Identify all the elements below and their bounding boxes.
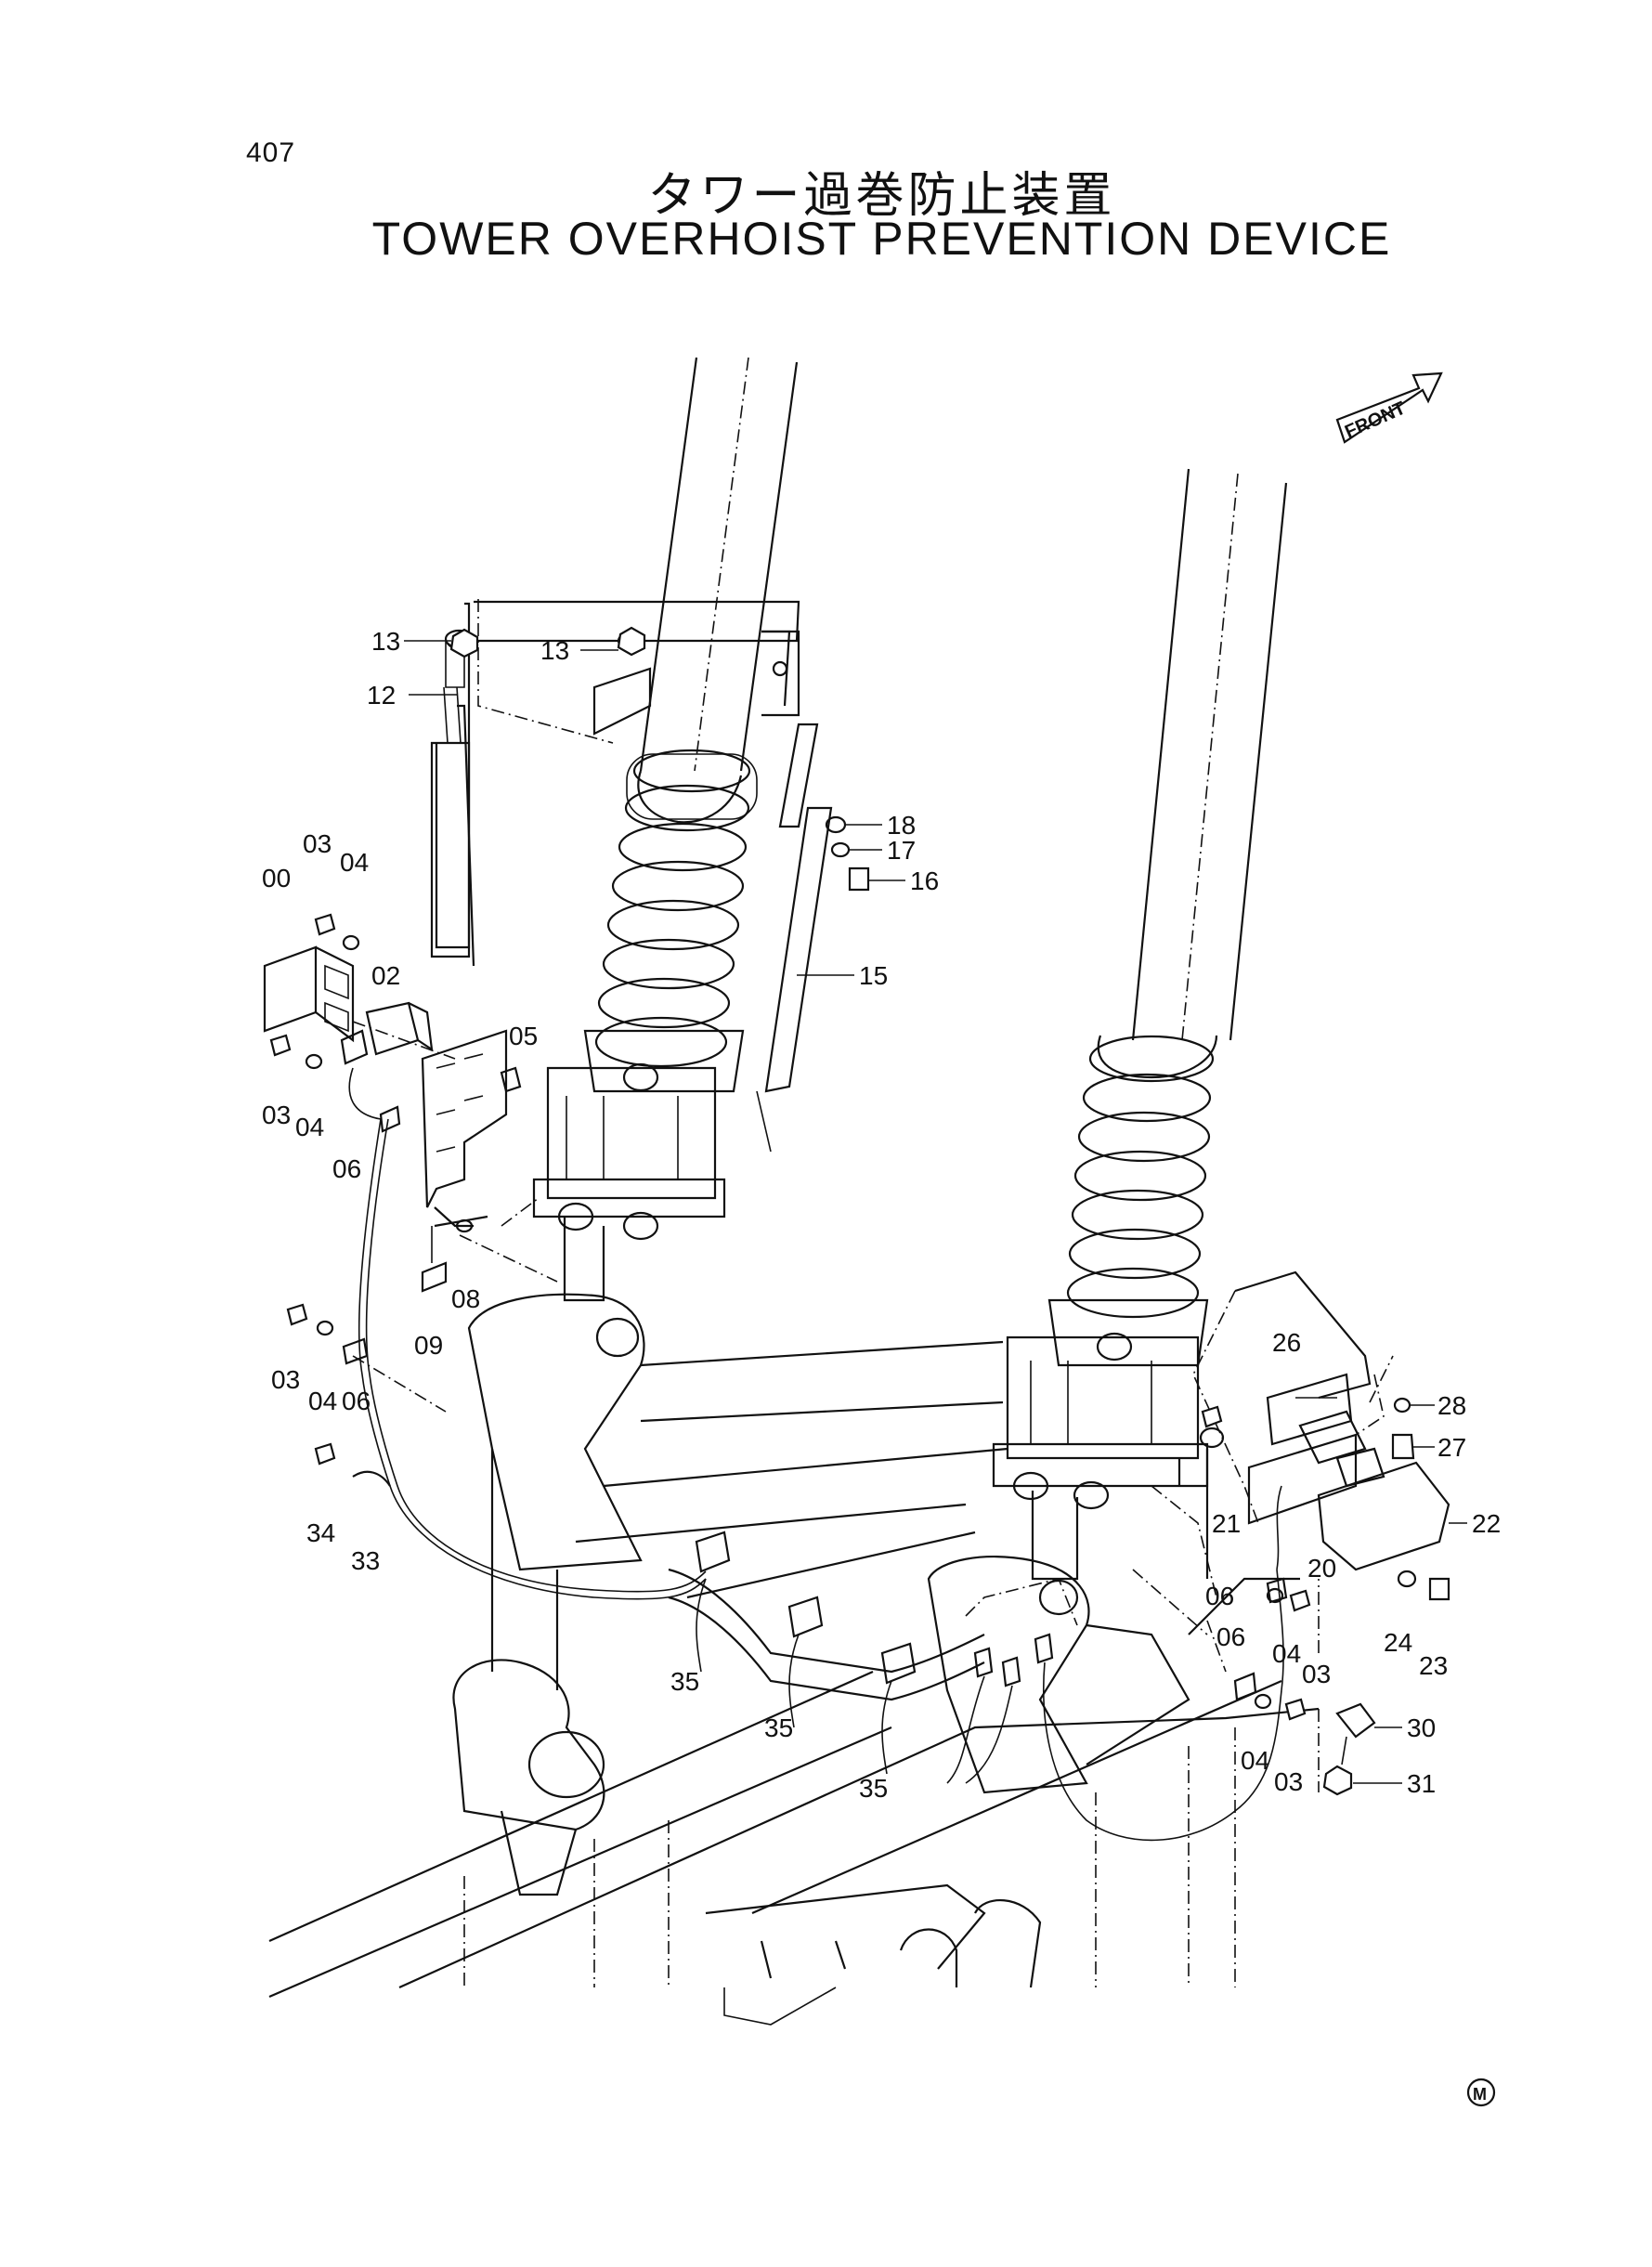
callout-35-middle: 35 [764, 1713, 793, 1742]
callout-05: 05 [509, 1022, 538, 1050]
callout-09: 09 [414, 1331, 443, 1360]
callout-06-right-upper: 06 [1205, 1582, 1234, 1610]
callout-15: 15 [859, 961, 888, 990]
hardware-fasteners [269, 913, 1311, 1721]
callout-35-left: 35 [670, 1667, 699, 1696]
assembly-guide-lines [352, 1021, 1227, 1673]
wiring-harness [342, 1105, 1288, 1842]
callout-22: 22 [1472, 1509, 1501, 1538]
callout-27: 27 [1437, 1433, 1466, 1462]
callout-26: 26 [1272, 1328, 1301, 1357]
callout-16: 16 [910, 866, 939, 895]
callout-33: 33 [351, 1546, 380, 1575]
callout-30: 30 [1407, 1713, 1436, 1742]
callout-03-right-upper: 03 [1302, 1660, 1331, 1688]
callout-06-right-lower: 06 [1216, 1622, 1245, 1651]
right-switch-assembly [1192, 1270, 1450, 1796]
callout-06-left-upper: 06 [332, 1154, 361, 1183]
callout-04-mid: 04 [295, 1113, 324, 1141]
maker-mark-icon: M [1466, 2078, 1496, 2107]
right-spring-bellows [1047, 1035, 1215, 1367]
callout-18: 18 [887, 811, 916, 840]
callout-03-right-lower: 03 [1274, 1767, 1303, 1796]
right-rod-assembly [756, 630, 870, 1153]
callout-21: 21 [1212, 1509, 1241, 1538]
callout-28: 28 [1437, 1391, 1466, 1420]
callout-13-right: 13 [540, 636, 569, 665]
callout-06-left-lower: 06 [342, 1387, 371, 1415]
callout-00: 00 [262, 864, 291, 892]
right-tower-boom [1097, 468, 1288, 1079]
callout-08: 08 [451, 1284, 480, 1313]
callout-03-low: 03 [271, 1365, 300, 1394]
page-title-english: TOWER OVERHOIST PREVENTION DEVICE [371, 213, 1392, 265]
callout-34: 34 [306, 1518, 335, 1547]
left-cylinder-housing [532, 1062, 726, 1302]
callout-12: 12 [367, 681, 396, 710]
front-arrow-icon: FRONT [1335, 371, 1443, 444]
callout-17: 17 [887, 836, 916, 865]
callout-04-right-upper: 04 [1272, 1639, 1301, 1668]
callout-labels: 13 13 12 18 17 16 15 03 04 00 02 05 03 0… [262, 627, 1501, 1803]
callout-04-right-lower: 04 [1241, 1746, 1269, 1775]
frame-structure [268, 1293, 1320, 2026]
callout-31: 31 [1407, 1769, 1436, 1798]
callout-02: 02 [371, 961, 400, 990]
callout-leader-lines [404, 640, 1467, 1784]
callout-35-right: 35 [859, 1774, 888, 1803]
right-cylinder-housing [992, 1332, 1209, 1581]
page-title-japanese: タワー過巻防止装置 [647, 168, 1116, 224]
page-number: 407 [246, 137, 296, 168]
callout-23: 23 [1419, 1651, 1448, 1680]
callout-20: 20 [1307, 1554, 1336, 1583]
callout-24: 24 [1384, 1628, 1412, 1657]
callout-03-top: 03 [303, 829, 332, 858]
maker-mark-letter: M [1473, 2085, 1487, 2104]
left-spring-bellows [583, 749, 758, 1093]
callout-04-top: 04 [340, 848, 369, 877]
callout-13-left: 13 [371, 627, 400, 656]
callout-03-mid: 03 [262, 1101, 291, 1129]
callout-04-low: 04 [308, 1387, 337, 1415]
